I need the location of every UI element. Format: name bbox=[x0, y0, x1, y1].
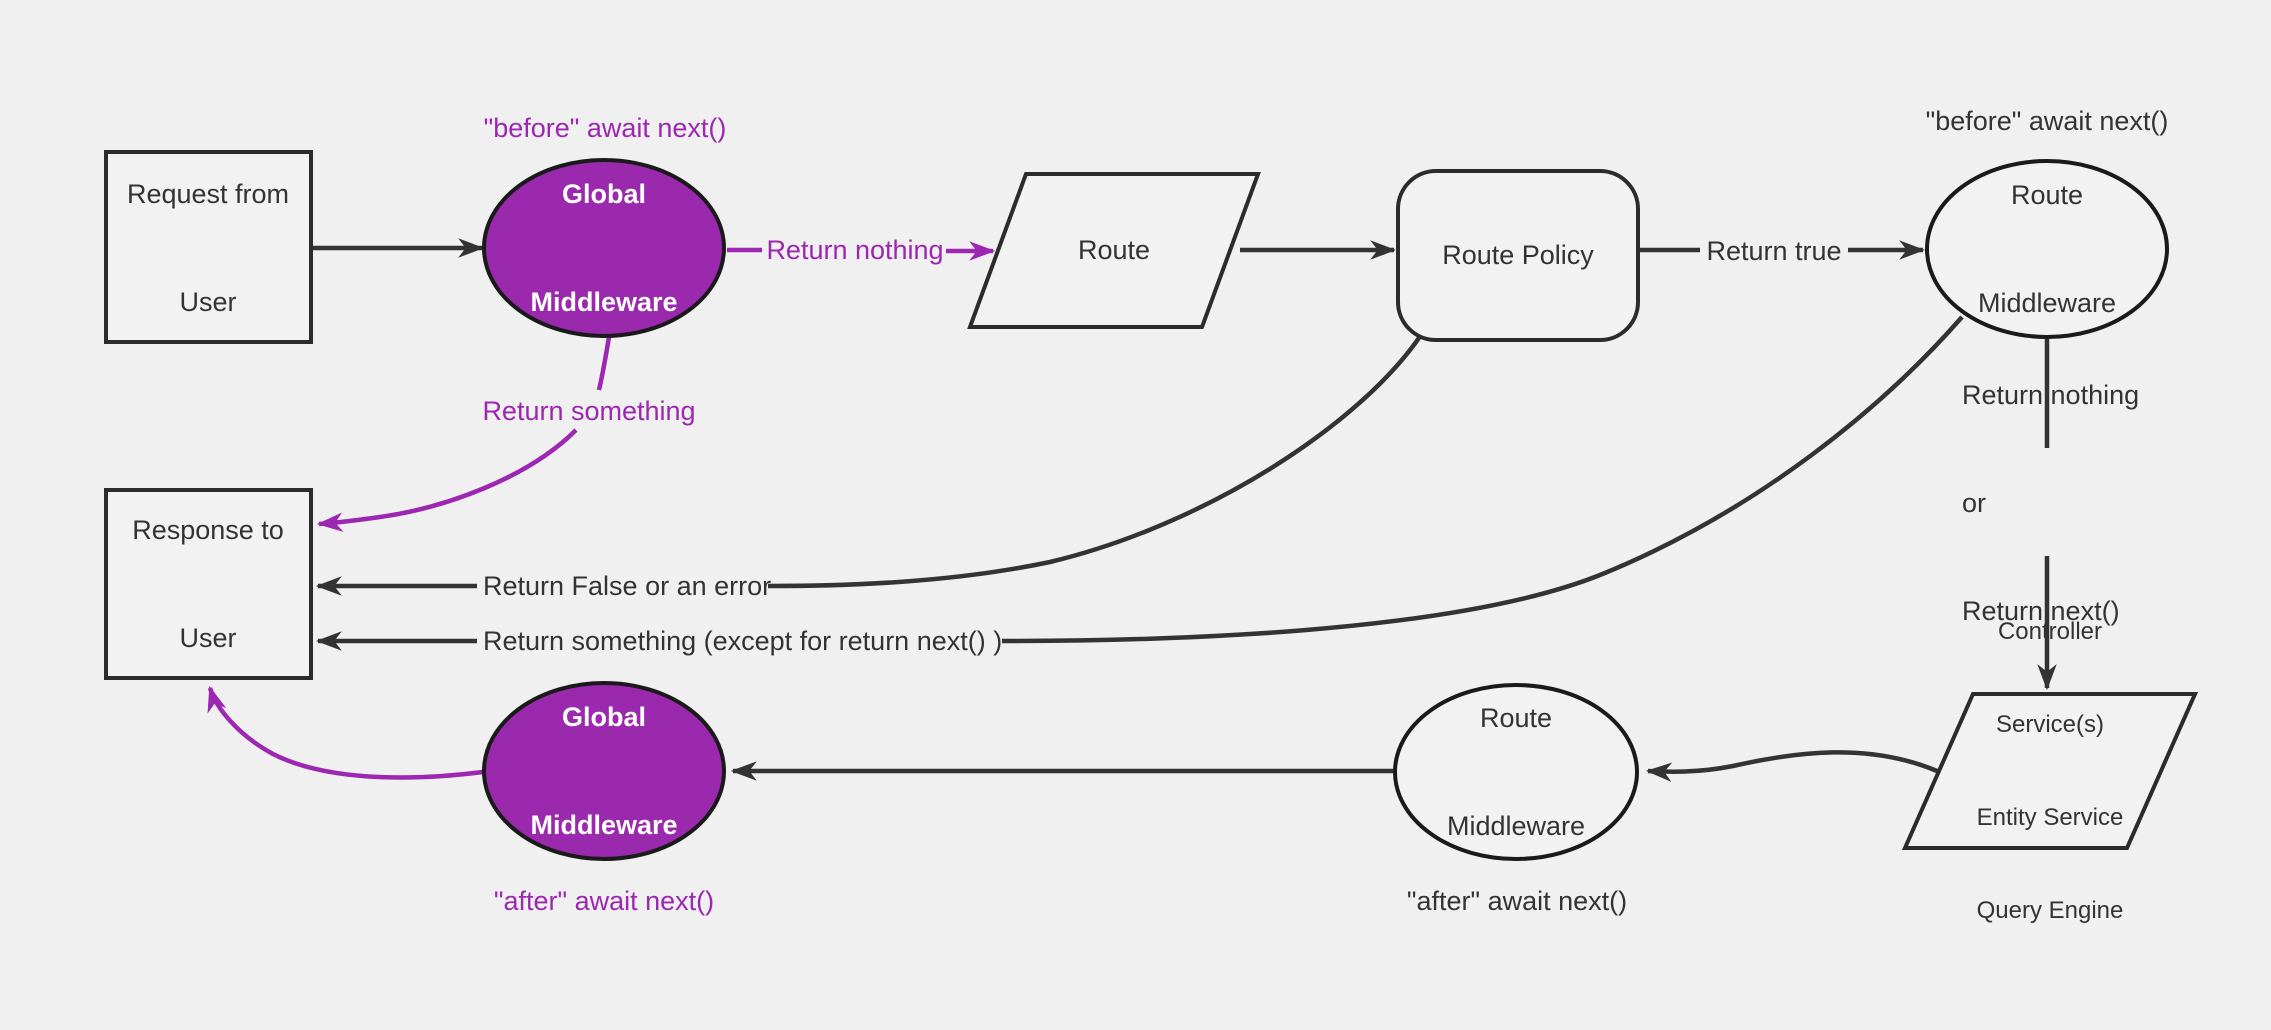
return-something-label: Return something bbox=[482, 396, 696, 426]
return-nothing-or-next-label: Return nothing or Return next() bbox=[1962, 305, 2139, 701]
global-middleware-bottom-label: Global Middleware bbox=[530, 627, 677, 915]
return-nothing-or-line-1: Return nothing bbox=[1962, 380, 2140, 410]
global-mw-bottom-line-2: Middleware bbox=[530, 810, 678, 840]
global-middleware-top-label: Global Middleware bbox=[530, 104, 677, 392]
request-line-1: Request from bbox=[126, 179, 290, 209]
route-mw-top-line-2: Middleware bbox=[1977, 288, 2117, 318]
global-mw-top-line-2: Middleware bbox=[530, 287, 678, 317]
return-nothing-or-line-2: or bbox=[1962, 488, 1987, 518]
route-mw-bottom-line-2: Middleware bbox=[1446, 811, 1586, 841]
route-middleware-top-node-shape bbox=[1925, 159, 2169, 339]
edge-global-to-response-arrow bbox=[316, 428, 578, 532]
controller-line-4: Query Engine bbox=[1976, 897, 2124, 924]
controller-services-label: Controller Service(s) Entity Service Que… bbox=[1977, 554, 2124, 988]
global-middleware-top-node-shape bbox=[482, 158, 726, 338]
edge-global-bottom-to-response bbox=[207, 685, 484, 780]
response-to-user-label: Response to User bbox=[132, 440, 284, 728]
route-line-1: Route bbox=[1077, 235, 1151, 265]
response-line-2: User bbox=[179, 623, 237, 653]
controller-line-3: Entity Service bbox=[1976, 804, 2124, 831]
route-middleware-top-label: Route Middleware bbox=[1978, 105, 2116, 393]
global-mw-bottom-line-1: Global bbox=[561, 702, 647, 732]
route-middleware-bottom-label: Route Middleware bbox=[1447, 628, 1585, 916]
after-await-next-right-label: "after" await next() bbox=[1406, 886, 1628, 916]
before-await-next-top-label: "before" await next() bbox=[483, 113, 727, 143]
route-label: Route bbox=[1078, 160, 1150, 340]
return-something-except-label: Return something (except for return next… bbox=[483, 626, 1003, 656]
request-from-user-label: Request from User bbox=[127, 104, 289, 392]
route-mw-bottom-line-1: Route bbox=[1479, 703, 1553, 733]
route-policy-node-shape bbox=[1396, 169, 1640, 342]
global-middleware-bottom-node-shape bbox=[482, 681, 726, 861]
after-await-next-left-label: "after" await next() bbox=[493, 886, 715, 916]
return-nothing-mid-label: Return nothing bbox=[766, 235, 944, 265]
global-mw-top-line-1: Global bbox=[561, 179, 647, 209]
return-nothing-or-line-3: Return next() bbox=[1962, 596, 2120, 626]
return-true-label: Return true bbox=[1706, 236, 1842, 266]
route-policy-line-1: Route Policy bbox=[1442, 240, 1594, 270]
route-policy-label: Route Policy bbox=[1442, 165, 1594, 345]
response-line-1: Response to bbox=[132, 515, 284, 545]
return-false-or-error-label: Return False or an error bbox=[483, 571, 772, 601]
edge-routemw-to-response-curve bbox=[1001, 315, 1964, 644]
response-to-user-node-shape bbox=[104, 488, 313, 680]
edge-controller-to-routemw-bottom bbox=[1645, 750, 1938, 782]
route-node-shape bbox=[967, 172, 1261, 329]
edge-global-to-response-top-segment bbox=[596, 336, 612, 391]
edge-policy-to-response-curve bbox=[767, 333, 1423, 589]
route-middleware-bottom-node-shape bbox=[1393, 683, 1639, 861]
controller-line-2: Service(s) bbox=[1995, 711, 2105, 738]
request-line-2: User bbox=[179, 287, 237, 317]
before-await-next-right-label: "before" await next() bbox=[1925, 106, 2169, 136]
controller-line-1: Controller bbox=[1997, 618, 2103, 645]
route-mw-top-line-1: Route bbox=[2010, 180, 2084, 210]
controller-services-node-shape bbox=[1901, 692, 2199, 850]
request-from-user-node-shape bbox=[104, 150, 313, 344]
